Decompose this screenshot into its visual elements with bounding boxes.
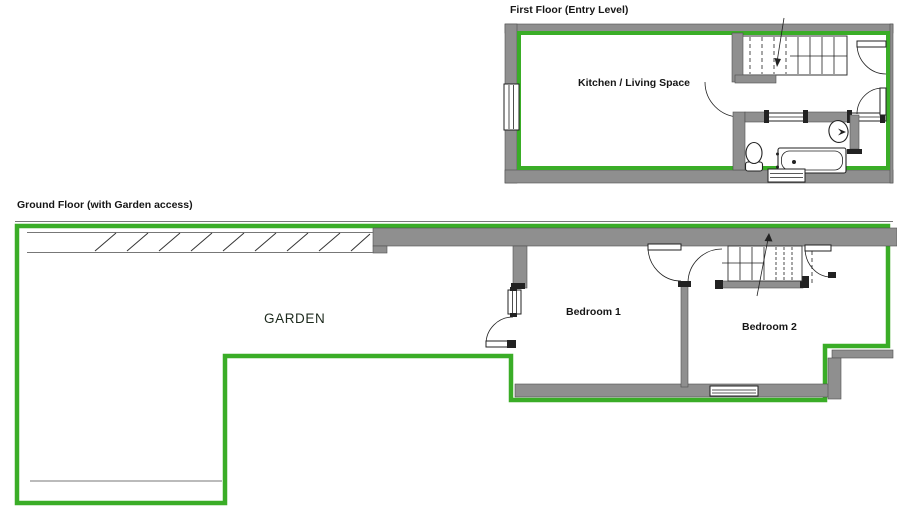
stairs-icon (722, 233, 803, 297)
bath-icon (776, 147, 847, 174)
ground-floor-plan (14, 221, 897, 506)
garden-path-hatch (27, 232, 373, 253)
first-floor-plan (503, 17, 894, 184)
bedroom1-door-icon (647, 243, 682, 282)
bathroom-door-icon (856, 87, 887, 116)
bedroom2-door-icon (687, 248, 723, 284)
partition-panel-icon (764, 110, 808, 123)
bathroom (732, 87, 887, 183)
ground-floor-title: Ground Floor (with Garden access) (17, 199, 193, 211)
hall-door-icon (804, 244, 836, 284)
ground-floor-walls (372, 227, 897, 400)
sink-nook-wall (849, 114, 860, 150)
stairs-wall (721, 280, 804, 289)
bedroom-partition-wall (680, 282, 689, 388)
stairs-direction-arrow (764, 233, 773, 242)
window-icon (503, 83, 520, 131)
ground-floor-boundary (14, 223, 891, 506)
bathroom-left-wall (732, 111, 746, 171)
bedroom2-label: Bedroom 2 (742, 321, 797, 333)
toilet-icon (744, 141, 764, 172)
stairs-icon (731, 17, 848, 84)
bedroom1-label: Bedroom 1 (566, 306, 621, 318)
window-icon (767, 168, 806, 183)
entry-door-icon (856, 40, 887, 75)
garden-door-icon (485, 316, 516, 348)
kitchen-living-label: Kitchen / Living Space (578, 77, 691, 89)
sink-icon (828, 120, 849, 143)
window-icon (507, 287, 522, 317)
window-icon (709, 385, 759, 397)
first-floor-title: First Floor (Entry Level) (510, 4, 629, 16)
garden-label: GARDEN (264, 311, 326, 326)
stairs-direction-arrow (774, 58, 781, 67)
